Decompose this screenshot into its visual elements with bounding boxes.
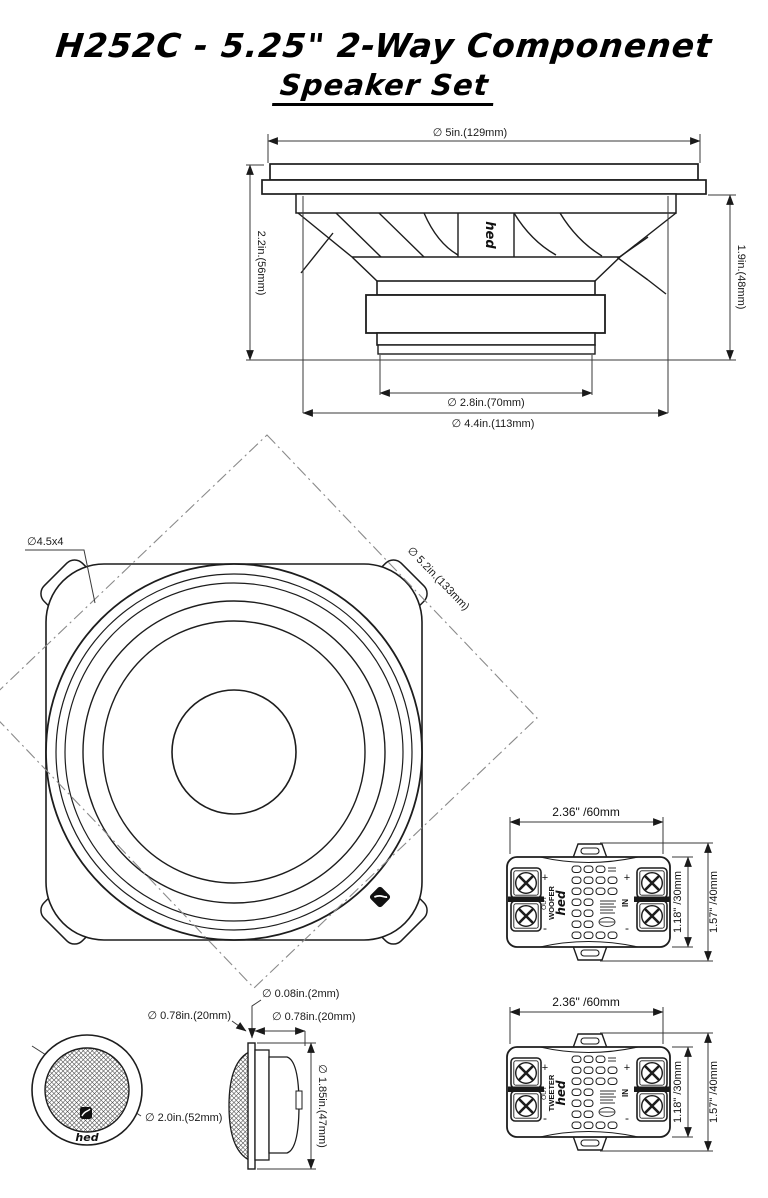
dim-xo-overall-height: 1.57" /40mm <box>708 1061 720 1123</box>
dim-woofer-depth: 1.9in.(48mm) <box>735 245 747 310</box>
xo-plus-right: + <box>624 872 630 884</box>
xo-plus-right: + <box>624 1062 630 1074</box>
hed-emblem <box>80 1107 92 1119</box>
bolt-circle-diamond <box>0 434 538 989</box>
dim-xo-overall-height: 1.57" /40mm <box>708 871 720 933</box>
tweeter-flange <box>247 1042 256 1170</box>
tweeter-body <box>268 1056 300 1154</box>
tweeter-clip <box>295 1090 303 1110</box>
woofer-front-view: ∅ 5.2in.(133mm) ∅4.5x4 <box>0 434 538 989</box>
xo-plus-left: + <box>542 1062 548 1074</box>
xo-plus-left: + <box>542 872 548 884</box>
woofer-side-brand: hed <box>482 221 497 249</box>
xo-brand: hed <box>554 890 568 916</box>
dim-tweeter-diameter: ∅ 2.0in.(52mm) <box>145 1112 222 1124</box>
xo-channel-label: WOOFER <box>547 886 556 920</box>
tweeter-front-view: hed ∅ 2.0in.(52mm) <box>31 1034 222 1146</box>
xo-minus-right: - <box>625 921 629 935</box>
woofer-flange-bottom <box>261 179 707 195</box>
dim-tweeter-flange-thickness: ∅ 0.08in.(2mm) <box>262 988 339 1000</box>
tweeter-front-ring <box>254 1049 270 1161</box>
xo-minus-left: - <box>543 1111 547 1125</box>
dim-woofer-cutout-diameter: ∅ 4.4in.(113mm) <box>452 418 535 430</box>
woofer-side-view: ∅ 5in.(129mm) hed <box>246 127 747 430</box>
dim-woofer-overall-diameter: ∅ 5in.(129mm) <box>433 127 507 139</box>
dim-xo-width: 2.36" /60mm <box>552 805 620 819</box>
dim-xo-body-height: 1.18" /30mm <box>672 1061 684 1123</box>
dim-xo-body-height: 1.18" /30mm <box>672 871 684 933</box>
dim-tweeter-depth-b: ∅ 0.78in.(20mm) <box>272 1011 356 1023</box>
xo-minus-right: - <box>625 1111 629 1125</box>
dim-tweeter-depth-a: ∅ 0.78in.(20mm) <box>147 1010 231 1022</box>
dim-woofer-mount-height: 2.2in.(56mm) <box>255 231 267 296</box>
dim-xo-width: 2.36" /60mm <box>552 995 620 1009</box>
crossover-woofer: 2.36" /60mm 1.18" /30mm 1.57" /40mm + - … <box>507 805 720 961</box>
crossover-tweeter: 2.36" /60mm 1.18" /30mm 1.57" /40mm + - … <box>507 995 720 1151</box>
xo-minus-left: - <box>543 921 547 935</box>
xo-channel-label: TWEETER <box>547 1074 556 1111</box>
woofer-flange-top <box>269 163 699 181</box>
tweeter-side-view: ∅ 0.08in.(2mm) ∅ 0.78in.(20mm) ∅ 0.78in.… <box>147 988 356 1170</box>
hed-emblem <box>369 886 391 908</box>
xo-out-label: OUT <box>541 896 548 910</box>
tweeter-dome-grille <box>228 1050 252 1162</box>
woofer-basket-band <box>295 193 677 214</box>
xo-out-label: OUT <box>541 1086 548 1100</box>
dim-tweeter-flange-diameter: ∅ 1.85in.(47mm) <box>316 1064 328 1148</box>
tweeter-grille <box>44 1047 130 1133</box>
xo-brand: hed <box>554 1080 568 1106</box>
tweeter-brand: hed <box>75 1131 98 1144</box>
woofer-cone-rings <box>45 563 423 941</box>
dim-mount-holes: ∅4.5x4 <box>27 536 64 548</box>
xo-in-label: IN <box>621 1089 630 1097</box>
woofer-magnet-stack <box>365 280 606 355</box>
xo-in-label: IN <box>621 899 630 907</box>
dim-woofer-magnet-diameter: ∅ 2.8in.(70mm) <box>447 397 524 409</box>
